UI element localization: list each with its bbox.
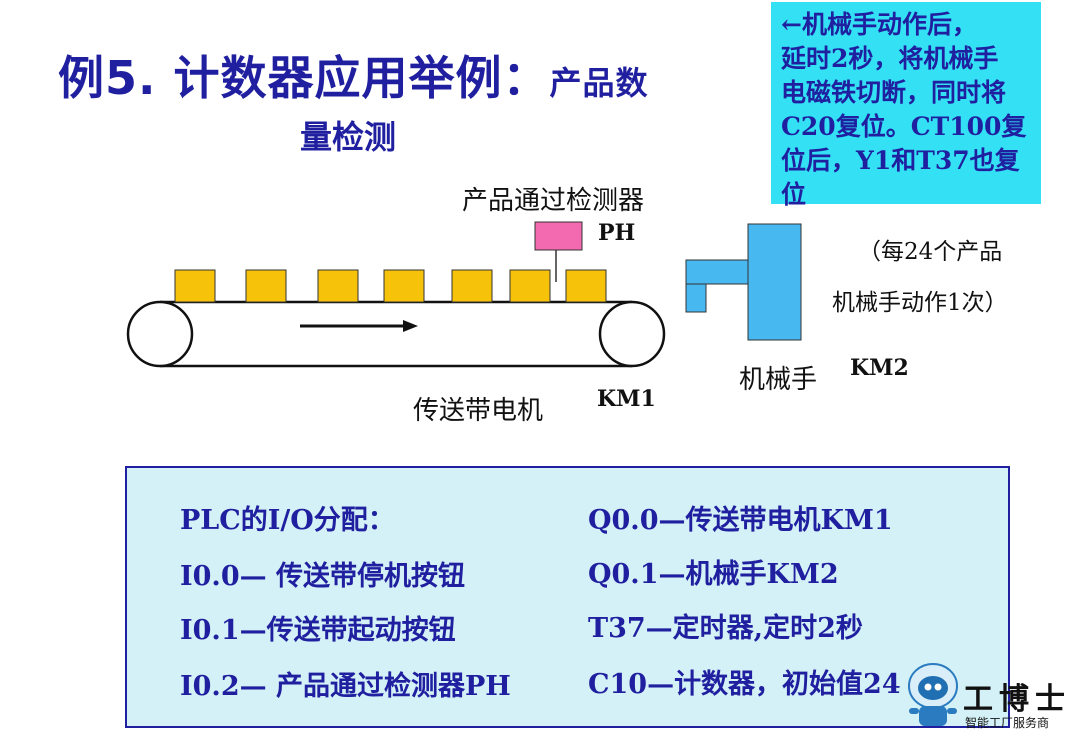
robot-mascot-icon: [908, 663, 958, 726]
note-line: C20复位。CT100复: [781, 112, 1027, 141]
note-line: 位: [781, 180, 807, 209]
product-box: [174, 269, 216, 303]
conveyor-belt: [126, 300, 666, 368]
robot-label: 机械手: [739, 365, 818, 395]
robot-arm: [685, 223, 802, 341]
product-box: [383, 269, 425, 303]
io-right-item: C10—计数器，初始值24: [588, 669, 901, 700]
title-main: 例5. 计数器应用举例：: [58, 51, 550, 105]
product-box: [245, 269, 287, 303]
brand-logo: 工博士 智能工厂服务商: [903, 656, 1073, 732]
io-right-item: Q0.0—传送带电机KM1: [588, 505, 893, 536]
io-assignment-box: PLC的I/O分配： I0.0— 传送带停机按钮 I0.1—传送带起动按钮 I0…: [125, 466, 1010, 728]
io-left-item: I0.2— 产品通过检测器PH: [180, 671, 511, 702]
conveyor-code: KM1: [597, 386, 656, 412]
title-sub-line2: 量检测: [300, 118, 397, 156]
note-line: 电磁铁切断，同时将: [781, 78, 1007, 107]
robot-note-line1: （每24个产品: [858, 239, 1003, 265]
direction-arrow-icon: [300, 320, 418, 332]
io-right-item: Q0.1—机械手KM2: [588, 559, 839, 590]
robot-code: KM2: [850, 355, 909, 381]
io-left-item: I0.1—传送带起动按钮: [180, 615, 456, 646]
product-box: [565, 269, 607, 303]
note-line: ←机械手动作后，: [781, 10, 977, 39]
product-box: [451, 269, 493, 303]
conveyor-diagram: [126, 221, 802, 368]
ph-sensor: [534, 221, 583, 282]
note-box: ←机械手动作后， 延时2秒，将机械手 电磁铁切断，同时将 C20复位。CT100…: [771, 2, 1041, 209]
note-line: 位后，Y1和T37也复: [781, 146, 1020, 175]
detector-code: PH: [598, 220, 636, 246]
note-line: 延时2秒，将机械手: [781, 44, 999, 73]
product-box: [509, 269, 551, 303]
logo-name: 工博士: [963, 682, 1071, 717]
io-left-item: I0.0— 传送带停机按钮: [180, 561, 466, 592]
robot-note-line2: 机械手动作1次）: [832, 290, 1008, 316]
right-roller: [598, 300, 666, 368]
logo-tagline: 智能工厂服务商: [965, 716, 1050, 730]
io-right-item: T37—定时器,定时2秒: [588, 613, 863, 644]
products: [174, 269, 607, 303]
detector-label: 产品通过检测器: [462, 186, 645, 216]
title-sub-line1: 产品数: [549, 64, 649, 102]
io-left-item: PLC的I/O分配：: [180, 505, 395, 536]
product-box: [317, 269, 359, 303]
conveyor-label: 传送带电机: [413, 396, 544, 426]
page-title: 例5. 计数器应用举例：产品数: [58, 42, 649, 108]
left-roller: [126, 300, 194, 368]
